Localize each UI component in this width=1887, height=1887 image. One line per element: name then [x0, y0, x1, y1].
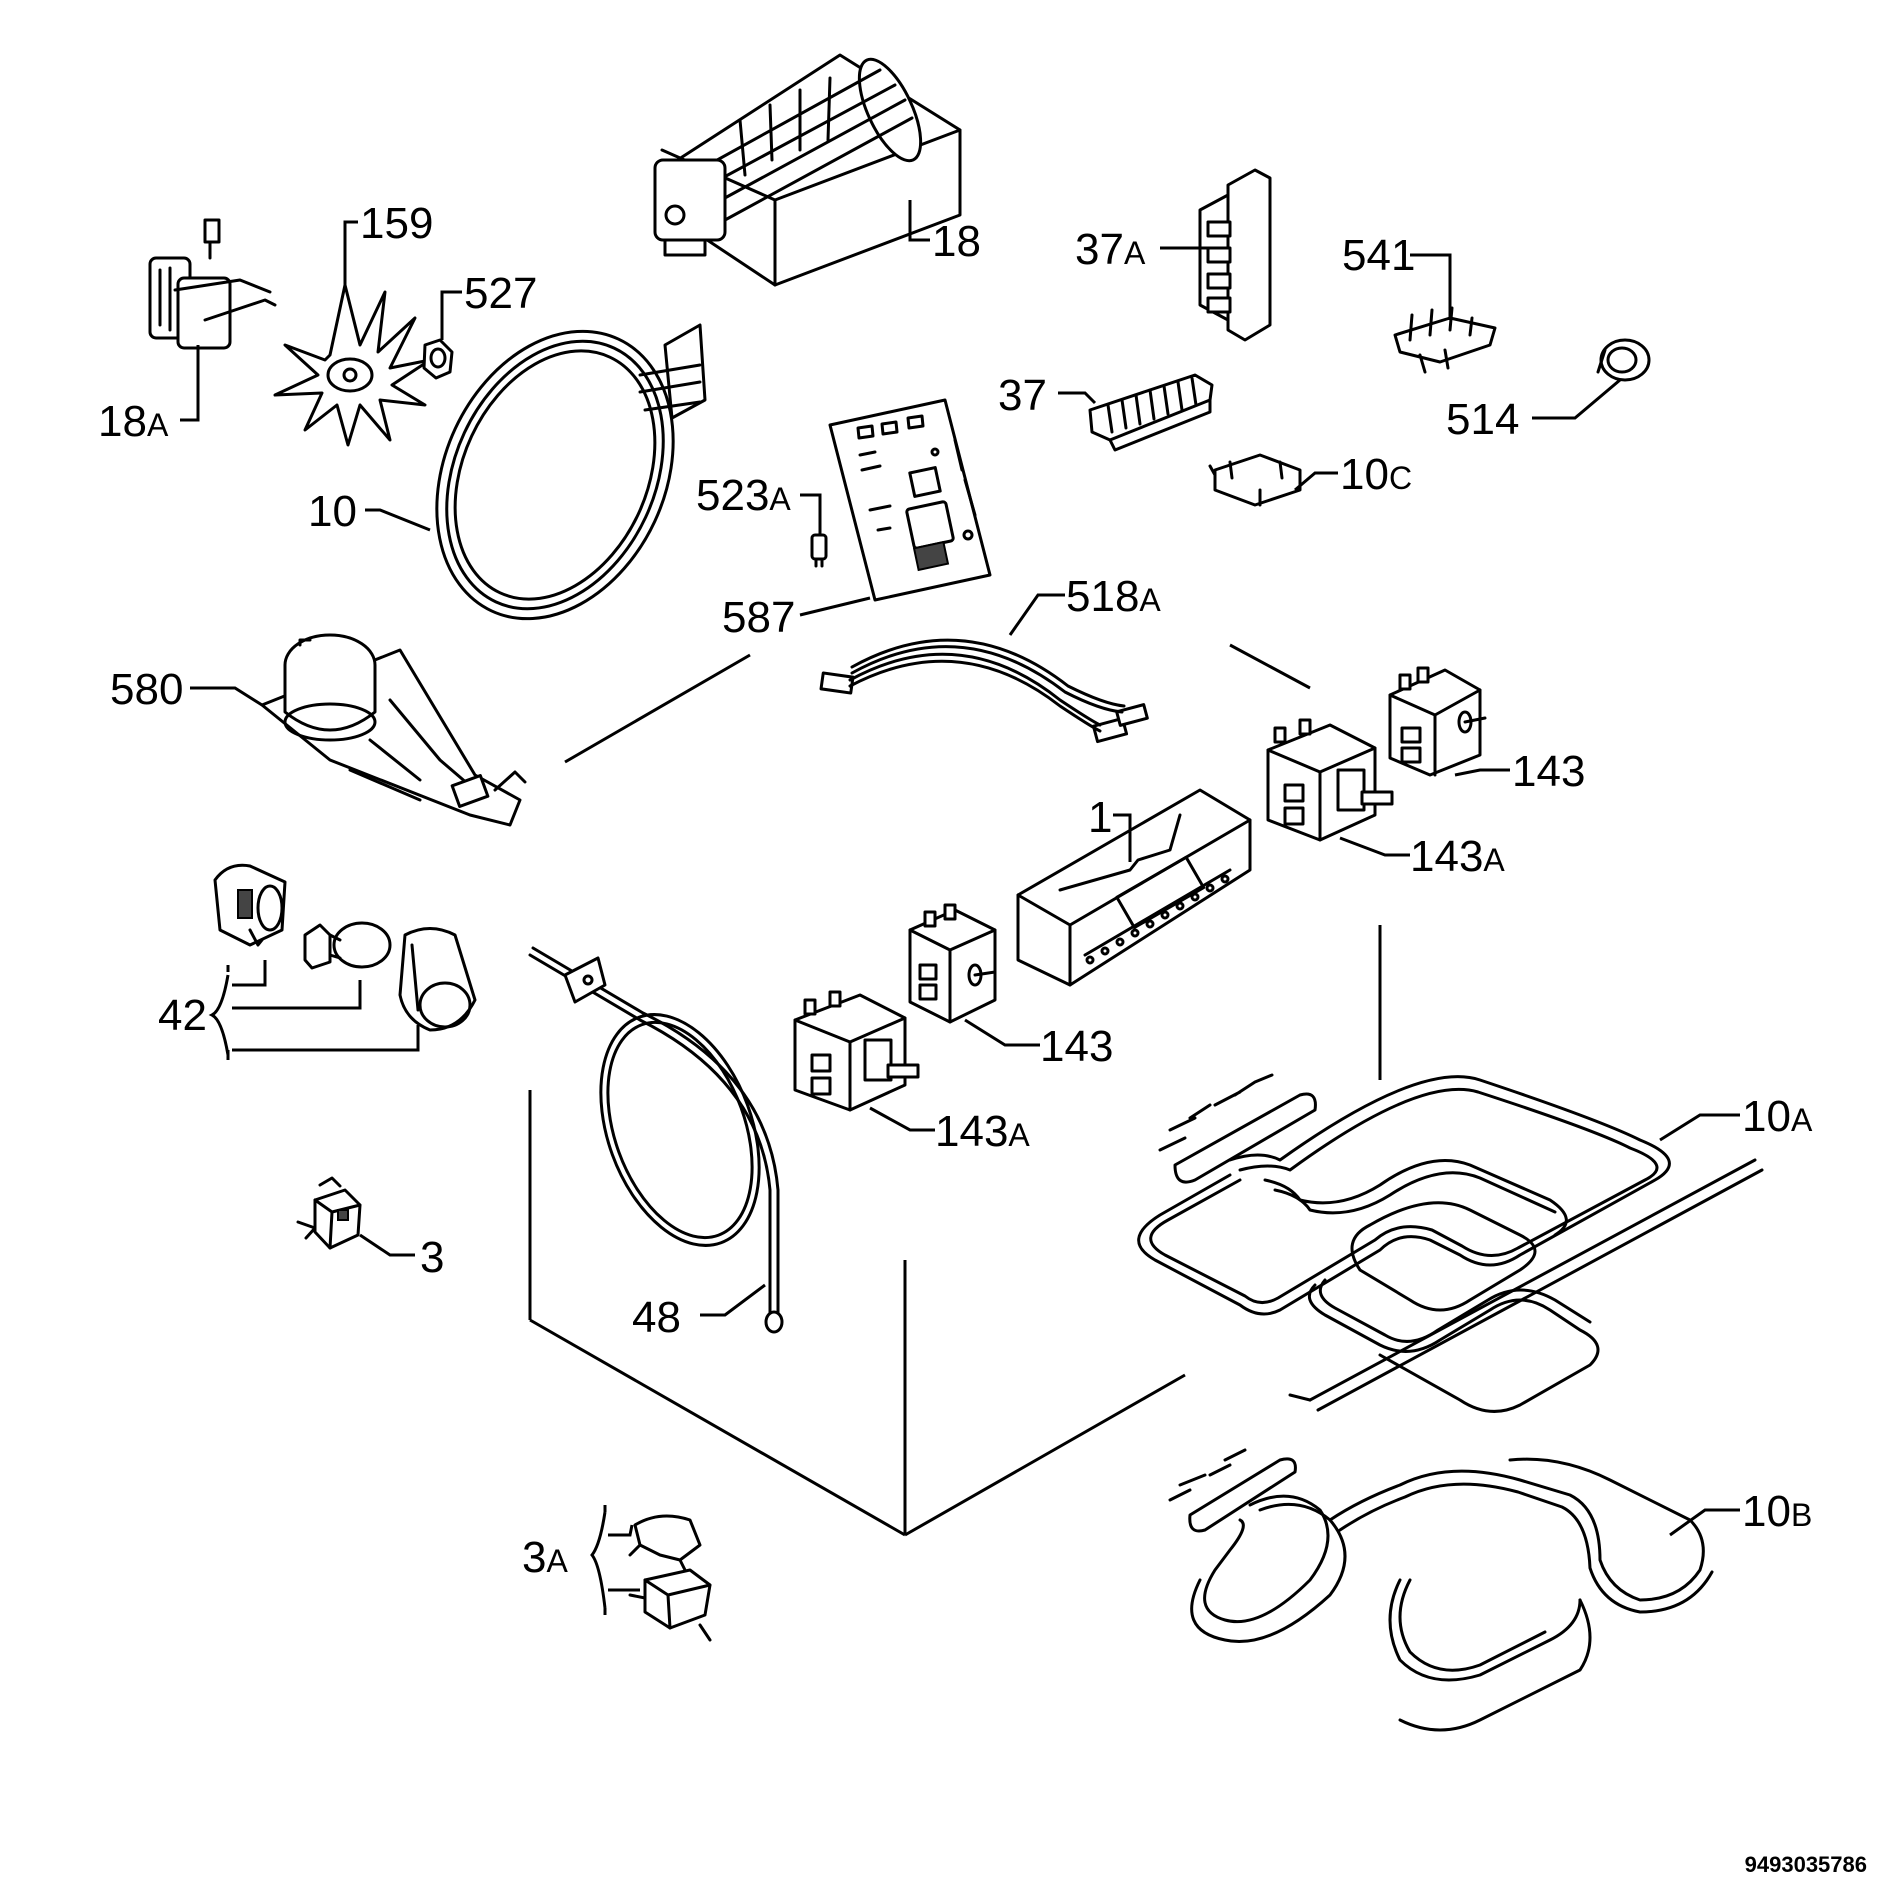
part-159-fan-blade: [273, 283, 432, 447]
label-514: 514: [1446, 378, 1621, 444]
label-10b: 10B: [1669, 1487, 1812, 1537]
part-580-motor-assembly: [260, 633, 527, 827]
svg-text:3A: 3A: [522, 1533, 568, 1582]
part-10-circular-element: [435, 323, 707, 621]
label-10c: 10C: [1294, 450, 1412, 499]
svg-text:580: 580: [110, 665, 183, 714]
svg-text:37: 37: [998, 371, 1047, 420]
svg-text:143A: 143A: [935, 1107, 1030, 1156]
svg-text:143: 143: [1040, 1022, 1113, 1071]
label-3a: 3A: [522, 1505, 640, 1615]
svg-text:523A: 523A: [696, 471, 791, 520]
label-37: 37: [998, 371, 1097, 420]
svg-text:143: 143: [1512, 747, 1585, 796]
label-18a: 18A: [98, 345, 200, 446]
label-37a: 37A: [1075, 225, 1210, 274]
part-37-terminal-strip: [1088, 373, 1214, 452]
part-523a-sensor: [810, 533, 828, 568]
svg-text:37A: 37A: [1075, 225, 1146, 274]
svg-text:159: 159: [360, 199, 433, 248]
part-10c-bracket: [1208, 453, 1302, 507]
part-541-connector: [1393, 306, 1497, 374]
svg-text:527: 527: [464, 269, 537, 318]
part-527-nut: [422, 338, 454, 380]
svg-text:143A: 143A: [1410, 832, 1505, 881]
part-10b-bottom-element: [1168, 1448, 1714, 1732]
label-1: 1: [1088, 793, 1132, 862]
label-143a-middle: 143A: [869, 1106, 1030, 1156]
label-580: 580: [110, 665, 263, 714]
svg-text:18A: 18A: [98, 397, 169, 446]
svg-text:541: 541: [1342, 231, 1415, 280]
svg-text:518A: 518A: [1066, 572, 1161, 621]
part-143-switch-middle: [908, 903, 997, 1024]
label-10: 10: [308, 487, 431, 536]
label-10a: 10A: [1659, 1092, 1813, 1142]
svg-text:3: 3: [420, 1233, 444, 1282]
svg-text:1: 1: [1088, 793, 1112, 842]
part-3a-thermostat-parts: [628, 1514, 712, 1642]
label-48: 48: [632, 1283, 766, 1342]
svg-text:18: 18: [932, 217, 981, 266]
part-37a-terminal-bracket: [1198, 168, 1272, 342]
svg-text:10B: 10B: [1742, 1487, 1812, 1536]
part-3-thermostat: [296, 1176, 362, 1250]
label-523a: 523A: [696, 471, 822, 535]
part-10a-grill-element: [1137, 1073, 1764, 1413]
part-42-lamp-assembly: [213, 863, 477, 1032]
label-518a: 518A: [1008, 572, 1161, 636]
label-18: 18: [908, 200, 981, 266]
part-143a-switch-right: [1266, 718, 1394, 842]
label-143a-right: 143A: [1339, 832, 1505, 881]
part-518a-wire-harness: [819, 638, 1149, 744]
part-143-switch-right: [1388, 666, 1487, 777]
part-1-display-module: [1016, 788, 1252, 987]
label-143-right: 143: [1454, 747, 1585, 796]
label-143-middle: 143: [964, 1018, 1113, 1071]
svg-text:514: 514: [1446, 395, 1519, 444]
drawing-code: 9493035786: [1745, 1852, 1867, 1877]
svg-text:587: 587: [722, 593, 795, 642]
part-514-grommet: [1596, 338, 1651, 382]
part-587-control-board: [828, 398, 992, 602]
part-48-temperature-probe: [528, 946, 784, 1334]
part-143a-switch-middle: [793, 990, 920, 1112]
svg-text:10C: 10C: [1340, 450, 1412, 499]
label-541: 541: [1342, 231, 1452, 320]
part-18a-fan-motor: [148, 218, 277, 350]
svg-text:42: 42: [158, 991, 207, 1040]
svg-text:10A: 10A: [1742, 1092, 1813, 1141]
cavity-frame: [528, 643, 1382, 1537]
label-159: 159: [343, 199, 433, 285]
label-3: 3: [359, 1233, 444, 1282]
label-42: 42: [158, 960, 420, 1060]
svg-text:48: 48: [632, 1293, 681, 1342]
part-18-tangential-fan: [653, 53, 962, 287]
label-527: 527: [440, 269, 537, 340]
label-587: 587: [722, 593, 871, 642]
svg-text:10: 10: [308, 487, 357, 536]
